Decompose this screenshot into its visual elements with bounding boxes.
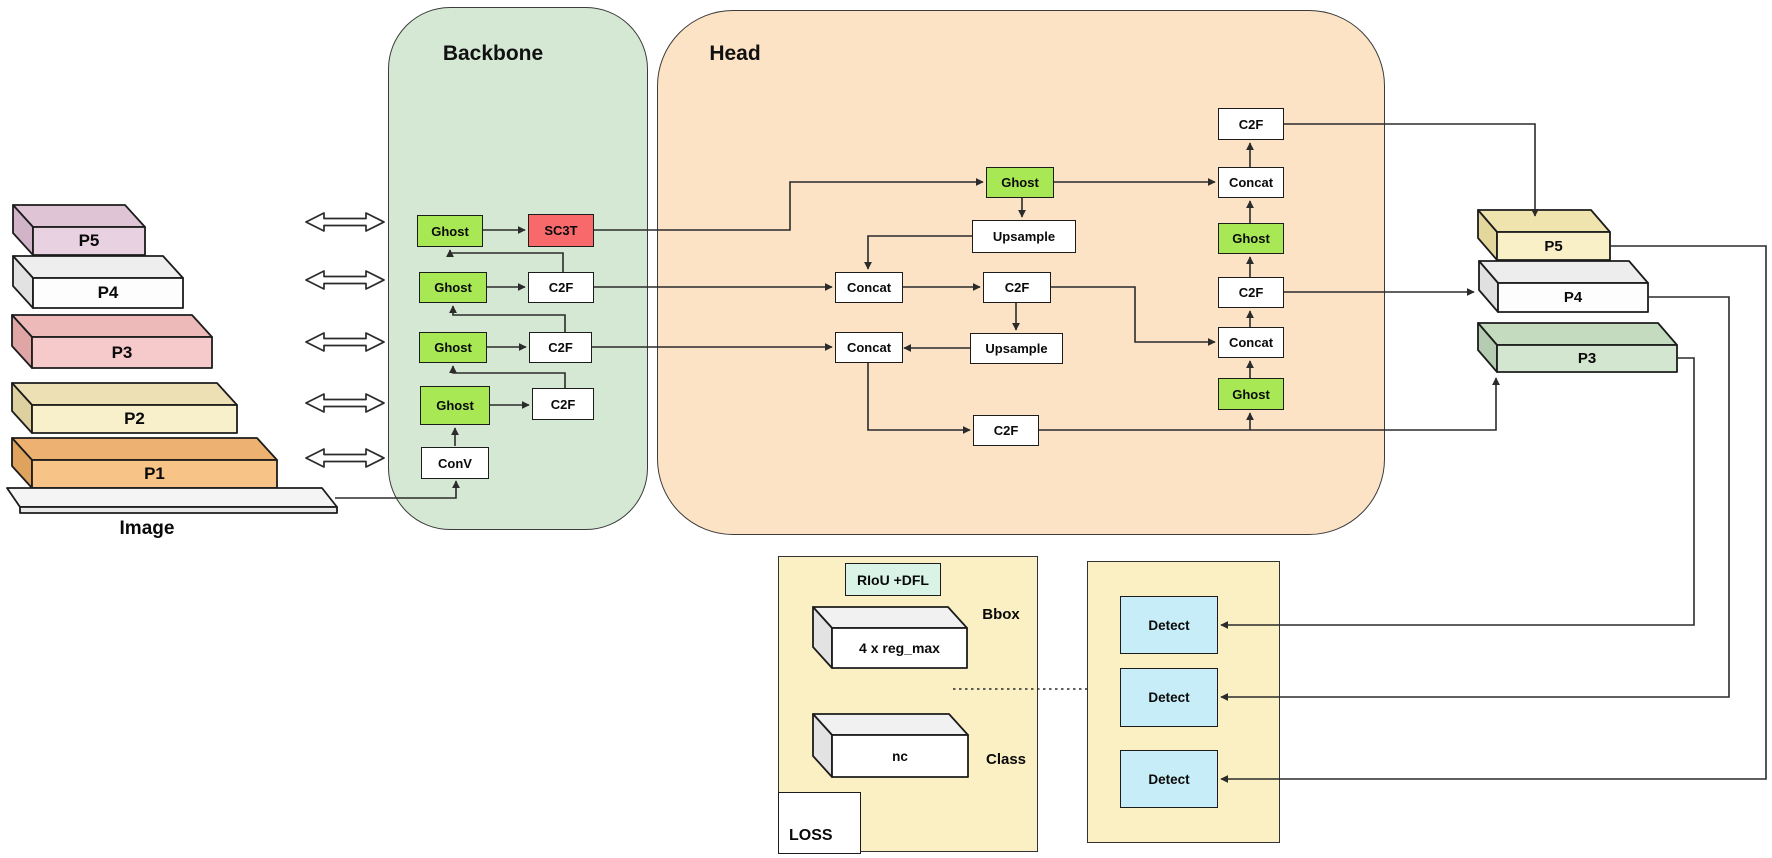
detect-head-2: Detect (1120, 668, 1218, 727)
edge-c2f3-ghost2 (449, 305, 566, 332)
image-label: Image (119, 518, 175, 539)
head-upsample2: Upsample (970, 333, 1063, 364)
p4-slab-left (12, 255, 184, 309)
p4-right-label: P4 (1563, 289, 1583, 306)
exchange-arrows (305, 212, 385, 468)
edge-image-conv (335, 480, 460, 499)
nc-label: nc (892, 748, 908, 764)
p3-right-label: P3 (1577, 350, 1597, 367)
head-title: Head (709, 42, 761, 65)
head-concat1: Concat (835, 272, 903, 303)
head-upsample1: Upsample (972, 220, 1076, 253)
reg-max-label: 4 x reg_max (859, 640, 940, 656)
edge-c2f4-ghost3 (449, 365, 566, 388)
double-arrow-icon (305, 448, 385, 468)
head-c2f-mid: C2F (983, 272, 1051, 303)
head-ghost-top: Ghost (986, 167, 1054, 198)
p3-left-label: P3 (111, 342, 133, 362)
backbone-ghost2: Ghost (419, 272, 487, 303)
connector-lines (335, 123, 1767, 783)
head-rc-concat-top: Concat (1218, 167, 1284, 198)
edge-c2fmid-concatbot (1051, 286, 1216, 346)
backbone-c2f2: C2F (528, 272, 594, 303)
head-concat2: Concat (835, 332, 903, 363)
double-arrow-icon (305, 212, 385, 232)
backbone-sc3t: SC3T (528, 214, 594, 247)
edge-c2fbot-p3 (1039, 377, 1500, 431)
edge-c2f2-ghost1 (446, 249, 564, 272)
p3-slab-left (11, 314, 213, 369)
edge-upsample1-concat1 (864, 235, 972, 270)
p4-left-label: P4 (97, 283, 119, 302)
loss-box: LOSS (778, 792, 861, 854)
head-rc-c2f-mid: C2F (1218, 277, 1284, 308)
p2-left-label: P2 (124, 409, 145, 428)
edge-concat2-c2fbot (867, 363, 971, 434)
bbox-label: Bbox (982, 606, 1020, 623)
detect-head-1: Detect (1120, 596, 1218, 654)
head-rc-ghost-mid: Ghost (1218, 223, 1284, 254)
p1-left-label: P1 (144, 464, 165, 483)
reg-max-slab (812, 606, 968, 669)
backbone-title: Backbone (442, 42, 544, 65)
head-rc-c2f-top: C2F (1218, 108, 1284, 140)
backbone-ghost3: Ghost (419, 332, 487, 363)
p3-slab-right (1477, 322, 1678, 373)
double-arrow-icon (305, 393, 385, 413)
head-rc-concat-bot: Concat (1218, 327, 1284, 358)
backbone-conv: ConV (421, 447, 489, 479)
backbone-region (388, 7, 648, 530)
backbone-ghost4: Ghost (420, 386, 490, 425)
backbone-ghost1: Ghost (417, 215, 483, 247)
edge-sc3t-headghost (594, 178, 984, 231)
input-pyramid-slabs (6, 204, 338, 514)
image-platform (6, 487, 338, 514)
backbone-c2f3: C2F (529, 332, 592, 363)
detect-head-3: Detect (1120, 750, 1218, 808)
edge-p5-detect3 (1220, 245, 1767, 783)
double-arrow-icon (305, 332, 385, 352)
p5-slab-left (12, 204, 146, 256)
output-pyramid-slabs (1477, 209, 1678, 373)
edge-p4-detect2 (1220, 296, 1730, 701)
edge-p3-detect1 (1220, 357, 1695, 629)
riou-dfl-box: RIoU +DFL (845, 563, 941, 596)
head-rc-ghost-bot: Ghost (1218, 378, 1284, 410)
backbone-c2f4: C2F (532, 388, 594, 420)
class-label: Class (985, 751, 1027, 768)
p5-left-label: P5 (78, 231, 100, 250)
nc-slab (812, 713, 969, 778)
p2-slab-left (11, 382, 238, 434)
p5-right-label: P5 (1544, 237, 1563, 255)
p1-slab-left (11, 437, 278, 489)
edge-c2ftop-p5 (1284, 123, 1539, 217)
p4-slab-right (1478, 260, 1649, 313)
loss-panel-slabs (812, 606, 969, 778)
p5-slab-right (1477, 209, 1611, 261)
head-c2f-bottom: C2F (973, 415, 1039, 446)
double-arrow-icon (305, 270, 385, 290)
